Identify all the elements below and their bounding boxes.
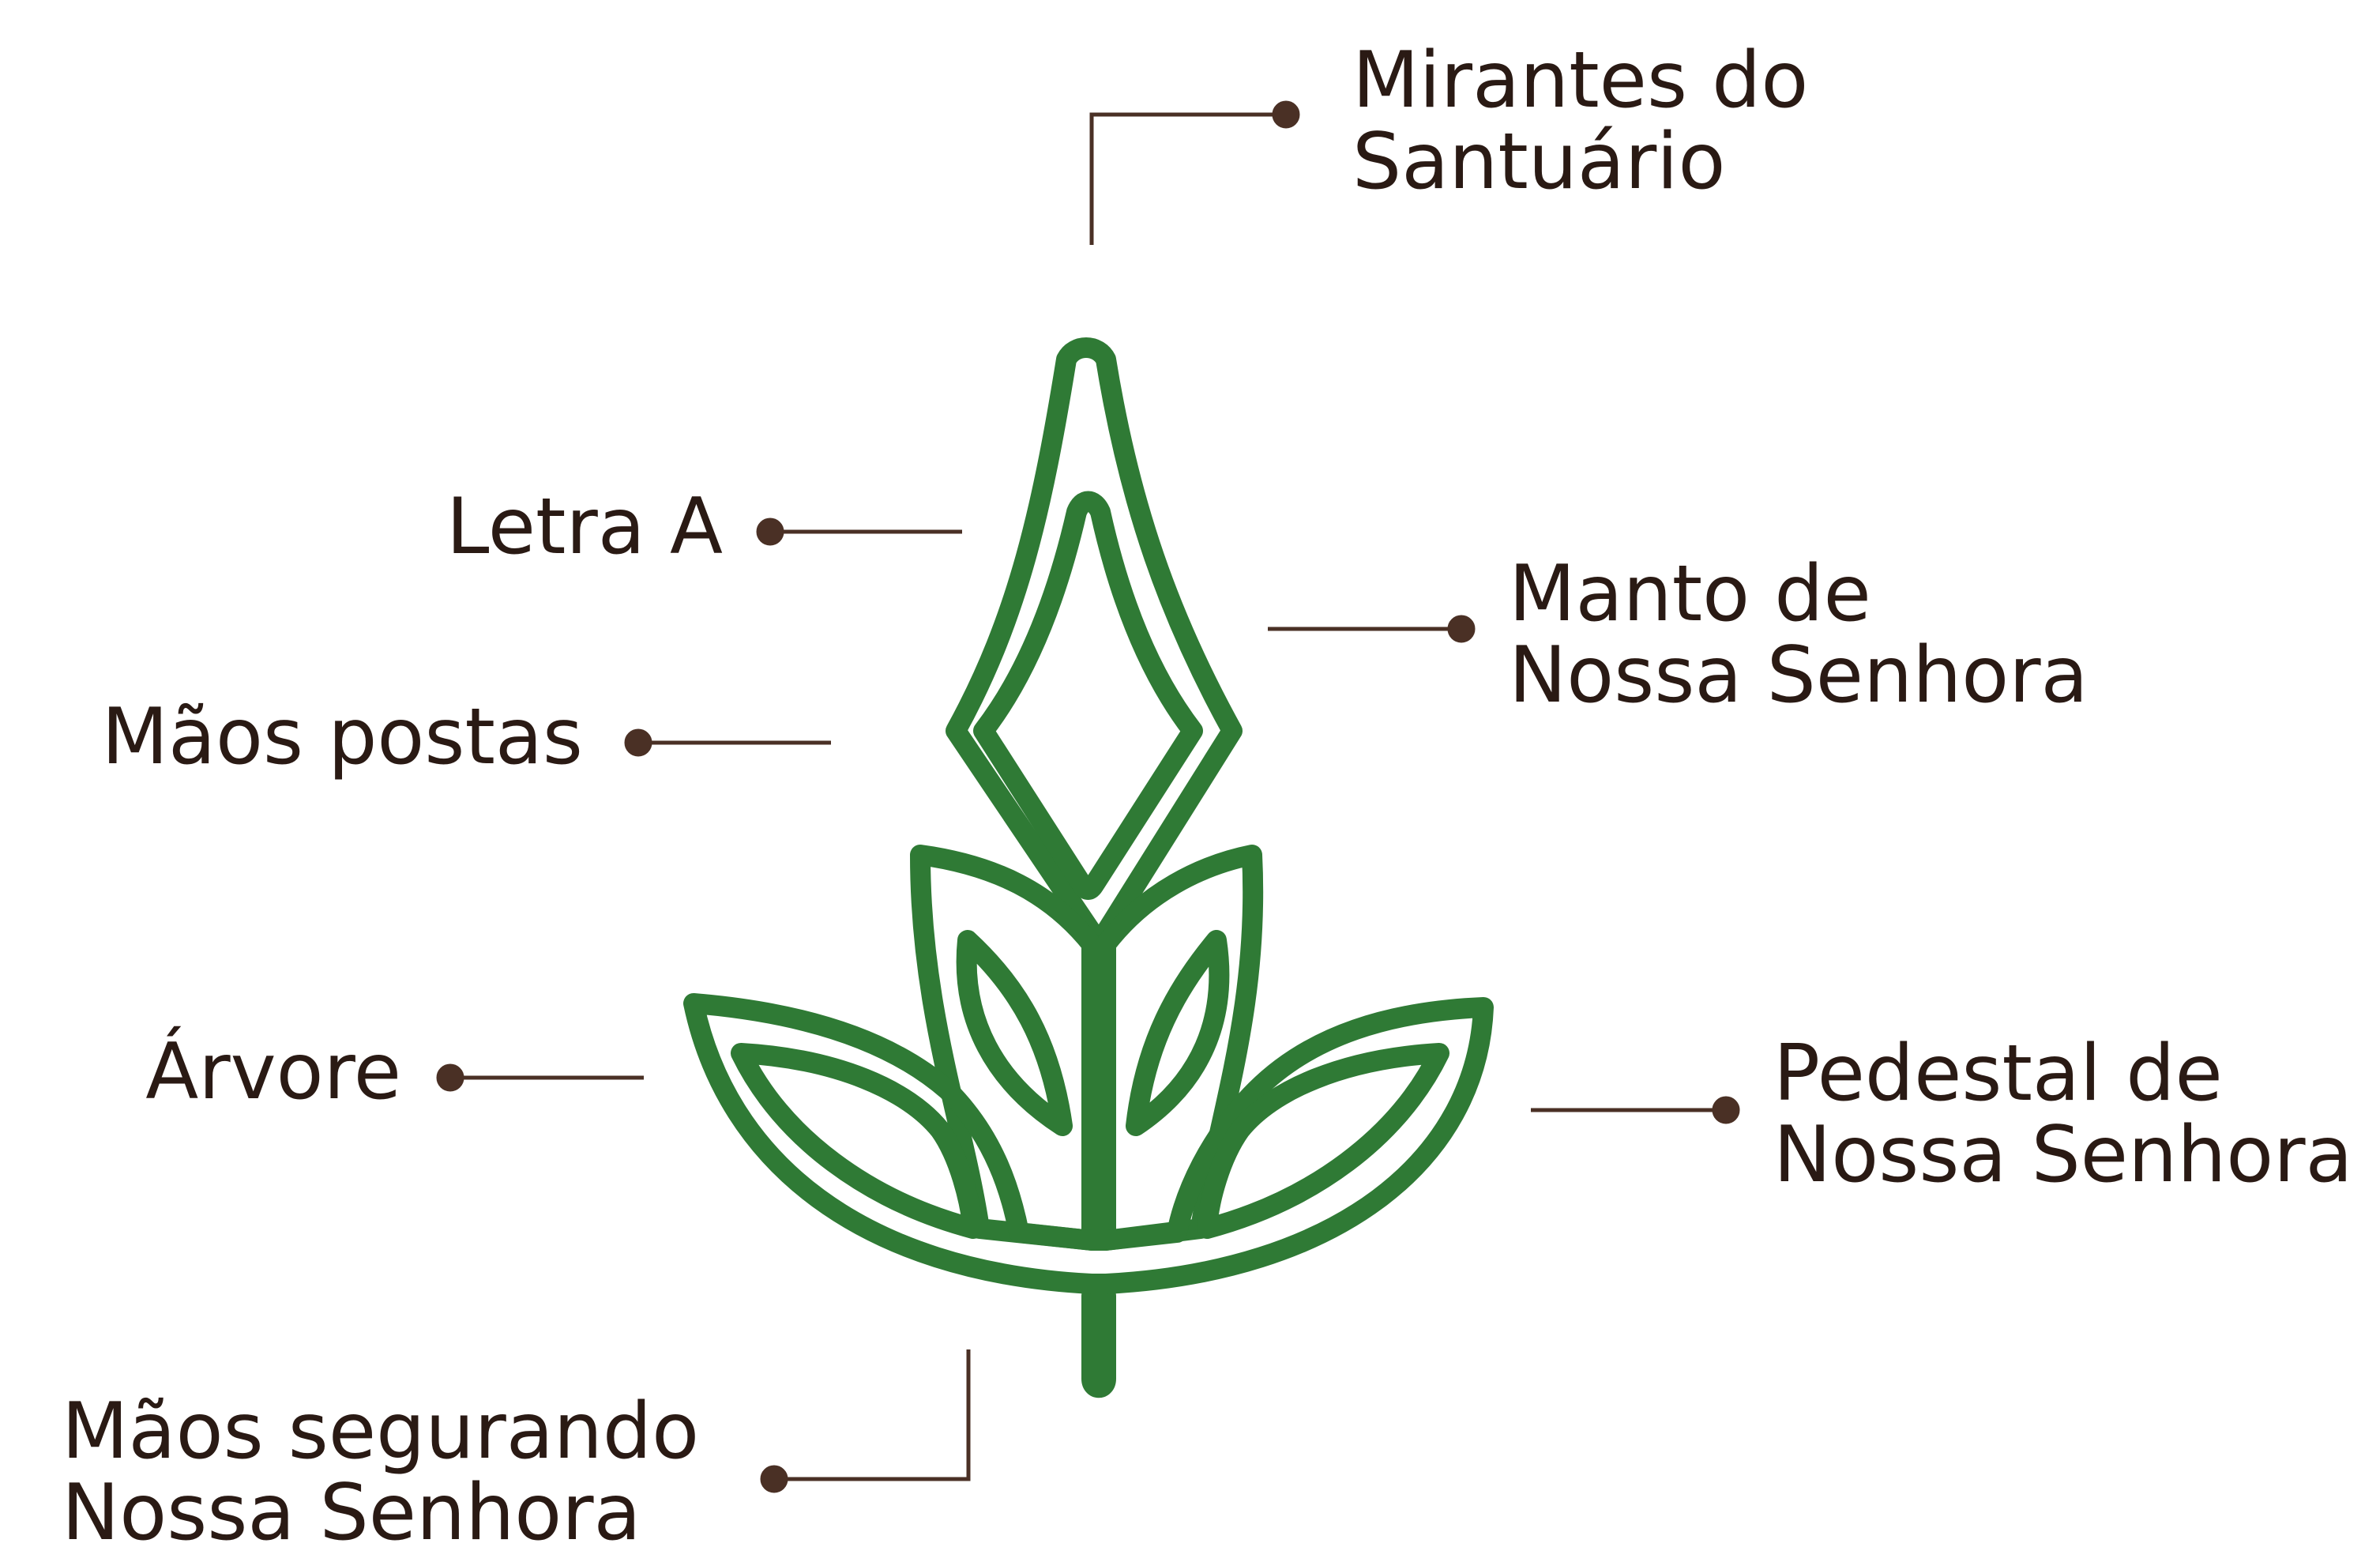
inner-mantle-shape: [973, 491, 1203, 900]
right-middle-leaf-inner: [1126, 930, 1230, 1136]
label-maos-segurando-line2: Nossa Senhora: [62, 1468, 641, 1558]
label-manto-line1: Manto de: [1509, 549, 1871, 639]
outer-spire-shape: [946, 337, 1243, 1018]
emblem: [683, 337, 1494, 1398]
label-maos-segurando-line1: Mãos segurando: [62, 1387, 699, 1477]
leader-dot-pedestal: [1712, 1096, 1740, 1124]
label-mirantes-line1: Mirantes do: [1352, 36, 1808, 126]
leader-dot-letra-a: [756, 518, 784, 546]
leader-dot-maos-postas: [624, 728, 652, 757]
stem-shape: [1081, 1285, 1116, 1398]
label-mirantes-line2: Santuário: [1352, 117, 1725, 207]
tree-crown-shape: [683, 993, 1494, 1294]
label-maos-postas: Mãos postas: [101, 692, 583, 782]
left-middle-leaf-inner: [956, 930, 1073, 1136]
label-arvore: Árvore: [145, 1026, 401, 1117]
right-middle-leaf-outer: [1096, 845, 1264, 1251]
leader-dot-arvore: [436, 1063, 464, 1092]
label-letra-a: Letra A: [446, 482, 723, 572]
leader-mirantes: [1089, 112, 1286, 245]
labels: Mirantes do Santuário Letra A Manto de N…: [62, 36, 2353, 1558]
leader-dot-mirantes: [1272, 100, 1300, 129]
label-pedestal-line1: Pedestal de: [1773, 1029, 2223, 1119]
label-pedestal-line2: Nossa Senhora: [1773, 1110, 2353, 1200]
left-leaf-inner: [731, 1043, 983, 1239]
leader-dot-maos-segurando: [760, 1465, 788, 1493]
label-manto-line2: Nossa Senhora: [1509, 630, 2089, 721]
leader-maos-segurando: [774, 1349, 971, 1481]
leader-dot-manto: [1447, 615, 1476, 643]
right-leaf-inner: [1197, 1043, 1449, 1239]
leader-lines: [436, 100, 1740, 1493]
